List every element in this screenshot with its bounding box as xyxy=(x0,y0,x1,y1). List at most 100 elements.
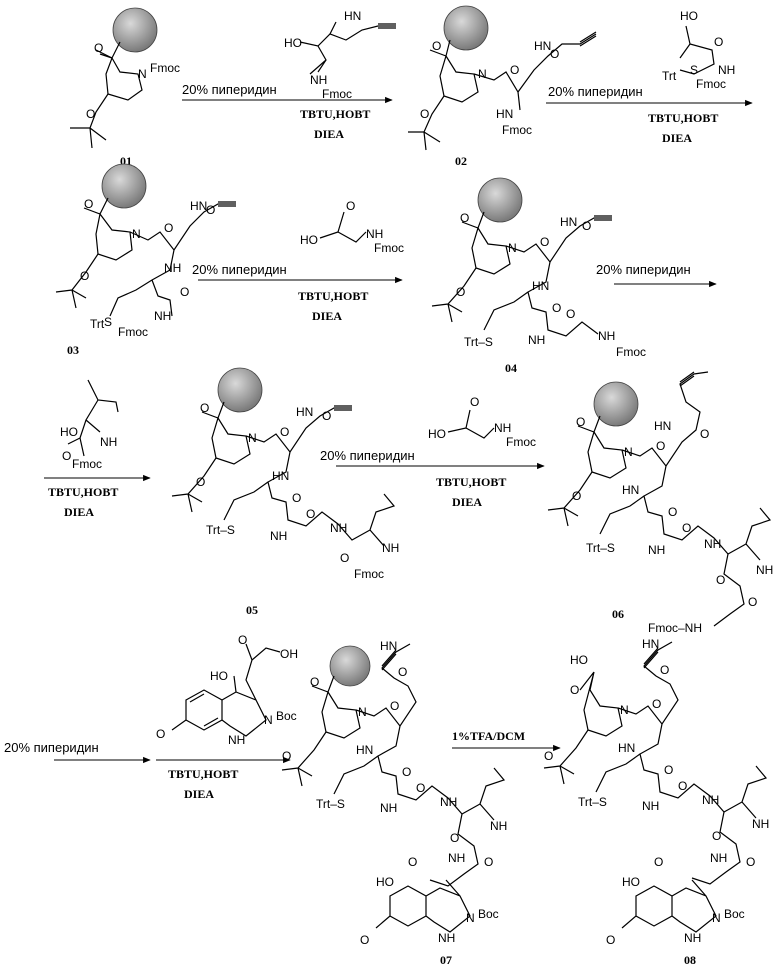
atom-nh: NH xyxy=(528,333,545,347)
atom-n: N xyxy=(132,227,141,241)
trt-label: Trt xyxy=(662,69,677,83)
atom-ho: HO xyxy=(300,233,318,247)
fmoc-label: Fmoc xyxy=(322,87,352,101)
reagent-coupling: TBTU,HOBT xyxy=(168,767,238,781)
reaction-arrow-1: 20% пиперидин TBTU,HOBT DIEA xyxy=(182,82,392,141)
atom-s: S xyxy=(104,315,112,329)
atom-n: N xyxy=(466,911,475,925)
atom-o: O xyxy=(652,697,661,711)
atom-hn: HN xyxy=(534,39,551,53)
atom-nh: NH xyxy=(642,799,659,813)
compound-id-03: 03 xyxy=(67,343,79,357)
atom-hn: HN xyxy=(532,279,549,293)
atom-o: O xyxy=(282,749,291,763)
reaction-arrow-6: 20% пиперидин TBTU,HOBT DIEA xyxy=(320,448,544,509)
atom-hn: HN xyxy=(356,743,373,757)
atom-nh: NH xyxy=(648,543,665,557)
atom-o: O xyxy=(164,221,173,235)
resin-bead-01 xyxy=(113,8,157,52)
resin-bead-05 xyxy=(218,368,262,412)
fmoc-label: Fmoc xyxy=(616,345,646,359)
building-block-gly-2: HO O NH Fmoc xyxy=(428,395,536,449)
fmoc-label: Fmoc xyxy=(506,435,536,449)
boc-label: Boc xyxy=(478,907,499,921)
atom-nh: NH xyxy=(366,227,383,241)
resin-bead-07 xyxy=(330,646,370,686)
atom-o: O xyxy=(660,663,669,677)
atom-ho: HO xyxy=(570,653,588,667)
atom-o: O xyxy=(654,855,663,869)
atom-o: O xyxy=(84,197,93,211)
atom-o: O xyxy=(280,425,289,439)
reaction-arrow-2: 20% пиперидин TBTU,HOBT DIEA xyxy=(546,84,752,145)
atom-o: O xyxy=(206,203,215,217)
atom-ho: HO xyxy=(284,36,302,50)
atom-n: N xyxy=(478,67,487,81)
atom-n: N xyxy=(264,713,273,727)
atom-o: O xyxy=(238,633,247,647)
atom-o: O xyxy=(200,401,209,415)
atom-nh: NH xyxy=(494,421,511,435)
fmoc-label: Fmoc xyxy=(502,123,532,137)
reagent-piperidine: 20% пиперидин xyxy=(320,448,415,463)
atom-o: O xyxy=(196,475,205,489)
atom-nh: NH xyxy=(330,521,347,535)
atom-nh: NH xyxy=(490,819,507,833)
atom-o: O xyxy=(712,829,721,843)
atom-o: O xyxy=(510,63,519,77)
atom-o: O xyxy=(576,415,585,429)
reagent-piperidine: 20% пиперидин xyxy=(596,262,691,277)
trt-s-label: Trt–S xyxy=(578,795,607,809)
reagent-base: DIEA xyxy=(184,787,214,801)
atom-o: O xyxy=(408,855,417,869)
atom-o: O xyxy=(566,307,575,321)
compound-id-05: 05 xyxy=(246,603,258,617)
atom-n: N xyxy=(138,67,147,81)
compound-id-08: 08 xyxy=(684,953,696,967)
atom-o: O xyxy=(748,595,757,609)
reagent-coupling: TBTU,HOBT xyxy=(48,485,118,499)
compound-id-04: 04 xyxy=(505,361,517,375)
atom-n: N xyxy=(620,703,629,717)
reagent-piperidine: 20% пиперидин xyxy=(182,82,277,97)
atom-o: O xyxy=(668,505,677,519)
atom-o: O xyxy=(402,765,411,779)
atom-nh: NH xyxy=(702,793,719,807)
atom-nh: NH xyxy=(440,795,457,809)
atom-ho: HO xyxy=(60,425,78,439)
atom-n: N xyxy=(712,911,721,925)
atom-nh: NH xyxy=(270,529,287,543)
reagent-coupling: TBTU,HOBT xyxy=(300,107,370,121)
compound-id-02: 02 xyxy=(455,154,467,168)
atom-hn: HN xyxy=(380,639,397,653)
reagent-cleave: 1%TFA/DCM xyxy=(452,729,525,743)
resin-bead-06 xyxy=(594,382,638,426)
atom-n: N xyxy=(624,445,633,459)
reaction-arrow-4: 20% пиперидин xyxy=(596,262,716,284)
resin-bead-04 xyxy=(478,178,522,222)
atom-o: O xyxy=(544,749,553,763)
atom-o: O xyxy=(656,439,665,453)
trt-s-label: Trt–S xyxy=(586,541,615,555)
atom-hn: HN xyxy=(618,741,635,755)
atom-nh: NH xyxy=(704,537,721,551)
atom-nh: NH xyxy=(448,851,465,865)
atom-o: O xyxy=(292,491,301,505)
atom-o: O xyxy=(456,285,465,299)
atom-o: O xyxy=(450,831,459,845)
atom-nh: NH xyxy=(310,73,327,87)
atom-nh: NH xyxy=(438,931,455,945)
reagent-base: DIEA xyxy=(314,127,344,141)
boc-label: Boc xyxy=(276,709,297,723)
reagent-base: DIEA xyxy=(64,505,94,519)
atom-hn: HN xyxy=(496,107,513,121)
atom-hn: HN xyxy=(654,419,671,433)
trt-label: Trt xyxy=(90,317,105,331)
atom-o: O xyxy=(398,665,407,679)
atom-o: O xyxy=(540,235,549,249)
trt-s-label: Trt–S xyxy=(464,335,493,349)
atom-o: O xyxy=(484,855,493,869)
atom-nh: NH xyxy=(684,931,701,945)
building-block-ile: HO O NH Fmoc xyxy=(60,380,118,471)
reagent-piperidine: 20% пиперидин xyxy=(548,84,643,99)
